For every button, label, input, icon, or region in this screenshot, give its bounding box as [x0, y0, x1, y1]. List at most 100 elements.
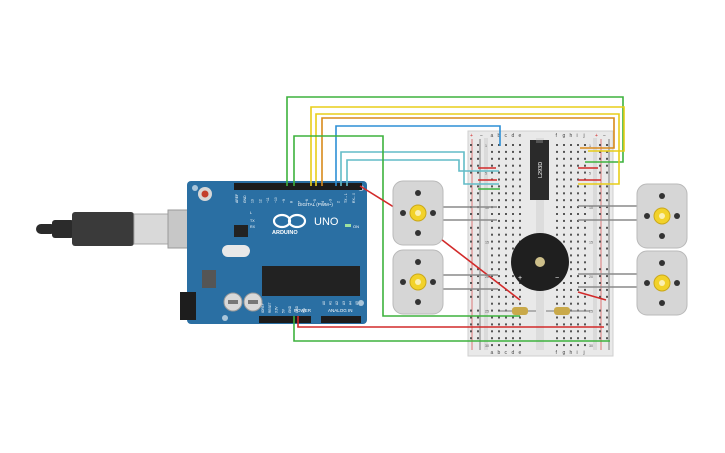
bb-hole — [563, 199, 565, 202]
motor-front-right[interactable] — [636, 183, 688, 249]
bb-hole — [556, 144, 558, 146]
bb-hole — [512, 171, 514, 174]
bb-hole — [519, 344, 521, 347]
motor-front-left[interactable] — [392, 180, 444, 246]
power-pin-label: GND — [295, 305, 299, 313]
bb-hole — [519, 144, 521, 146]
reset-button[interactable] — [201, 190, 209, 198]
bb-hole — [491, 344, 493, 347]
bb-hole — [519, 192, 521, 195]
bb-hole — [570, 288, 572, 291]
bb-row-number: 1 — [589, 144, 591, 148]
analog-pin-label: A5 — [355, 301, 359, 305]
bb-hole — [570, 185, 572, 188]
bb-hole — [519, 150, 521, 153]
bb-hole — [505, 261, 507, 264]
brand-label: ARDUINO — [272, 230, 298, 236]
digital-pin-label: ~3 — [329, 199, 333, 203]
bb-hole — [505, 323, 507, 326]
bb-hole — [577, 213, 579, 215]
wire-motor-right-leads[interactable] — [578, 205, 638, 288]
bb-hole — [570, 240, 572, 243]
bb-hole — [577, 302, 579, 305]
bb-hole — [512, 206, 514, 209]
arduino-infinity-logo — [272, 213, 307, 229]
bb-hole — [505, 344, 507, 347]
wire-motor-left-leads[interactable] — [440, 206, 498, 290]
rail-hole — [599, 157, 601, 160]
bb-hole — [519, 185, 521, 188]
bb-hole — [498, 219, 500, 222]
bb-hole — [519, 302, 521, 305]
bb-hole — [577, 206, 579, 209]
bb-hole — [498, 268, 500, 271]
analog-pin-label: A1 — [329, 301, 333, 305]
piezo-buzzer[interactable]: + − — [511, 233, 569, 291]
bb-hole — [505, 206, 507, 209]
arduino-uno-board[interactable]: ARDUINO UNO DIGITAL (PWM~) POWER ANALOG … — [180, 181, 367, 324]
motor-rear-right[interactable] — [636, 250, 688, 316]
bb-hole — [570, 192, 572, 195]
on-led-label: ON — [353, 224, 359, 229]
wire-yellow-1[interactable] — [310, 106, 625, 186]
rail-hole — [470, 247, 472, 250]
bb-hole — [577, 192, 579, 195]
digital-pin-label: RX←0 — [352, 193, 356, 203]
bb-hole — [512, 226, 514, 229]
bb-hole — [556, 199, 558, 202]
motor-rear-left[interactable] — [392, 249, 444, 315]
bb-hole — [584, 185, 586, 188]
wire-red-rail-right[interactable] — [578, 167, 601, 181]
bb-hole — [563, 219, 565, 222]
rail-hole — [599, 213, 601, 215]
bb-hole — [505, 302, 507, 305]
wire-teal-1[interactable] — [340, 151, 499, 186]
bb-hole — [498, 295, 500, 298]
wire-red-right[interactable] — [577, 291, 607, 301]
bb-hole — [498, 164, 500, 167]
bb-hole — [577, 226, 579, 229]
wire-red-diag[interactable] — [436, 235, 521, 301]
digital-pin-label: ~6 — [305, 199, 309, 203]
digital-label: DIGITAL (PWM~) — [298, 202, 333, 207]
bb-hole — [556, 185, 558, 188]
rail-hole — [470, 316, 472, 319]
rail-hole — [606, 185, 608, 188]
wire-yellow-2[interactable] — [315, 113, 620, 186]
bb-hole — [519, 219, 521, 222]
bb-hole — [556, 323, 558, 326]
bb-hole — [498, 302, 500, 305]
bb-hole — [491, 199, 493, 202]
bb-hole — [563, 144, 565, 146]
bb-col-label: j — [583, 133, 585, 139]
wire-green-top[interactable] — [286, 96, 624, 186]
bb-hole — [498, 206, 500, 209]
wire-green-loop[interactable] — [293, 135, 520, 317]
bb-hole — [498, 150, 500, 153]
wire-red-5v[interactable] — [297, 316, 604, 328]
wire-blue[interactable] — [335, 125, 501, 186]
bb-hole — [570, 337, 572, 340]
rail-hole — [606, 240, 608, 243]
rail-hole — [606, 247, 608, 250]
rail-hole — [477, 185, 479, 188]
motor-driver-chip[interactable]: L293D — [530, 140, 549, 200]
atmega-chip — [262, 266, 360, 296]
digital-pin-label: AREF — [235, 194, 239, 203]
bb-col-label: f — [556, 133, 558, 139]
bb-col-label: a — [491, 133, 494, 139]
resistors[interactable] — [500, 307, 590, 315]
wire-teal-2[interactable] — [346, 159, 499, 186]
bb-hole — [584, 192, 586, 195]
bb-hole — [577, 323, 579, 326]
bb-hole — [519, 199, 521, 202]
rail-hole — [606, 164, 608, 167]
wire-orange[interactable] — [321, 117, 615, 186]
wire-red-rail[interactable] — [478, 167, 497, 181]
rail-hole — [477, 199, 479, 202]
rail-hole — [470, 275, 472, 278]
wire-green-gnd[interactable] — [293, 316, 610, 342]
bb-hole — [491, 302, 493, 305]
digital-pin-label: 4 — [321, 201, 325, 203]
